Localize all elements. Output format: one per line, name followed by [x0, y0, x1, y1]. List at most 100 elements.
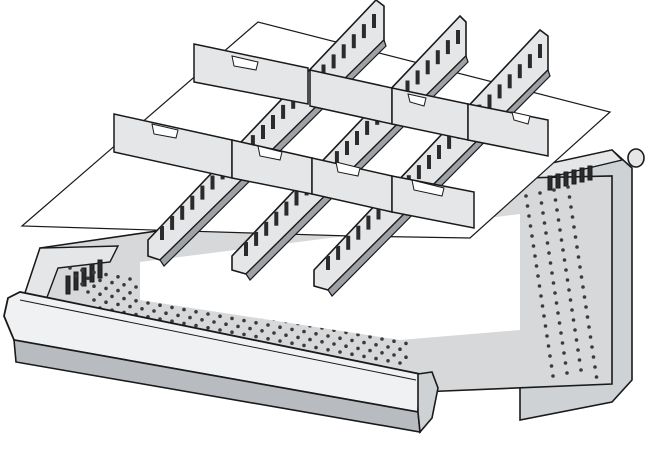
perforation-hole: [296, 335, 300, 340]
perforation-hole: [577, 358, 582, 362]
perforation-hole: [152, 309, 156, 313]
comb-slot: [170, 215, 175, 230]
perforation-hole: [525, 204, 530, 208]
comb-slot: [356, 225, 361, 240]
perforation-hole: [398, 347, 402, 352]
comb-slot: [366, 215, 371, 230]
comb-slot: [244, 242, 248, 256]
perforation-hole: [68, 266, 72, 270]
perforation-hole: [582, 295, 587, 299]
perforation-hole: [562, 258, 567, 262]
perforation-hole: [128, 304, 132, 309]
perforation-hole: [380, 337, 384, 341]
perforation-hole: [104, 272, 108, 277]
perforation-hole: [565, 371, 569, 375]
perforation-hole: [546, 344, 551, 348]
perforation-hole: [302, 343, 306, 348]
perforation-hole: [548, 354, 552, 358]
perforation-hole: [362, 340, 366, 345]
perforation-hole: [386, 345, 390, 349]
perforation-hole: [104, 286, 108, 291]
comb-slot: [497, 84, 502, 99]
perforation-hole: [134, 299, 138, 303]
cross-divider-front-3: [311, 157, 393, 213]
perforation-hole: [314, 332, 318, 336]
perforation-hole: [536, 274, 540, 278]
comb-slot: [538, 44, 542, 58]
perforation-hole: [541, 211, 545, 215]
perforation-hole: [560, 341, 565, 345]
perforation-hole: [164, 311, 168, 316]
comb-slot: [355, 131, 359, 145]
perforation-hole: [110, 280, 114, 285]
perforation-hole: [356, 346, 360, 351]
perforation-hole: [392, 339, 396, 344]
perforation-hole: [569, 205, 573, 209]
perforation-hole: [539, 201, 544, 205]
perforation-hole: [332, 342, 336, 346]
perforation-hole: [80, 268, 84, 273]
comb-slot: [264, 221, 269, 236]
comb-slot: [250, 135, 255, 150]
perforation-hole: [86, 276, 90, 281]
perforation-hole: [194, 323, 198, 328]
perforation-hole: [326, 334, 330, 338]
perforation-hole: [254, 334, 258, 339]
perforation-hole: [559, 238, 564, 242]
perforation-hole: [528, 224, 533, 228]
comb-slot: [376, 205, 381, 220]
tray-handle-edge: [19, 299, 417, 381]
comb-slot: [405, 80, 410, 95]
perforation-hole: [575, 245, 579, 249]
perforation-hole: [362, 354, 366, 359]
perforation-hole: [272, 331, 276, 335]
comb-slot: [331, 54, 336, 69]
perforation-hole: [182, 321, 186, 326]
comb-slot: [456, 30, 460, 44]
comb-slot: [341, 44, 346, 59]
perforation-hole: [573, 328, 577, 332]
perforation-hole: [555, 208, 559, 212]
comb-slot: [334, 151, 339, 166]
perforation-hole: [92, 270, 96, 275]
perforation-hole: [590, 345, 594, 349]
perforation-hole: [542, 221, 547, 225]
perforation-hole: [594, 375, 599, 379]
perforation-hole: [356, 332, 360, 337]
perforation-hole: [218, 314, 222, 319]
perforation-hole: [230, 316, 234, 321]
comb-slot: [435, 50, 440, 65]
perforation-hole: [543, 324, 548, 328]
perforation-hole: [527, 214, 531, 218]
perforation-hole: [92, 284, 96, 289]
perforation-hole: [552, 188, 556, 192]
perforation-hole: [92, 298, 96, 302]
comb-slot: [416, 165, 421, 180]
comb-slot: [345, 141, 349, 155]
perforation-hole: [110, 294, 114, 299]
perforation-hole: [122, 296, 126, 301]
perforation-hole: [576, 348, 580, 352]
perforation-hole: [556, 218, 561, 222]
perforation-hole: [278, 325, 282, 330]
perforation-hole: [584, 305, 588, 309]
perforation-hole: [260, 329, 264, 333]
perforation-hole: [218, 328, 222, 332]
tray-end-knob: [627, 148, 645, 168]
perforation-hole: [534, 264, 539, 268]
comb-slot: [336, 245, 341, 260]
perforation-hole: [284, 333, 288, 338]
perforation-hole: [539, 294, 543, 298]
perforation-hole: [571, 318, 576, 322]
cross-divider-front-2: [231, 139, 313, 195]
perforation-hole: [374, 356, 378, 361]
cross-divider-back-4: [467, 103, 549, 157]
perforation-hole: [585, 315, 590, 319]
perforation-hole: [563, 361, 568, 365]
perforation-hole: [188, 315, 192, 320]
perforation-hole: [344, 344, 348, 349]
perforation-hole: [194, 310, 198, 314]
perforation-hole: [398, 361, 402, 365]
comb-slot: [190, 195, 195, 210]
comb-slot: [427, 155, 431, 169]
